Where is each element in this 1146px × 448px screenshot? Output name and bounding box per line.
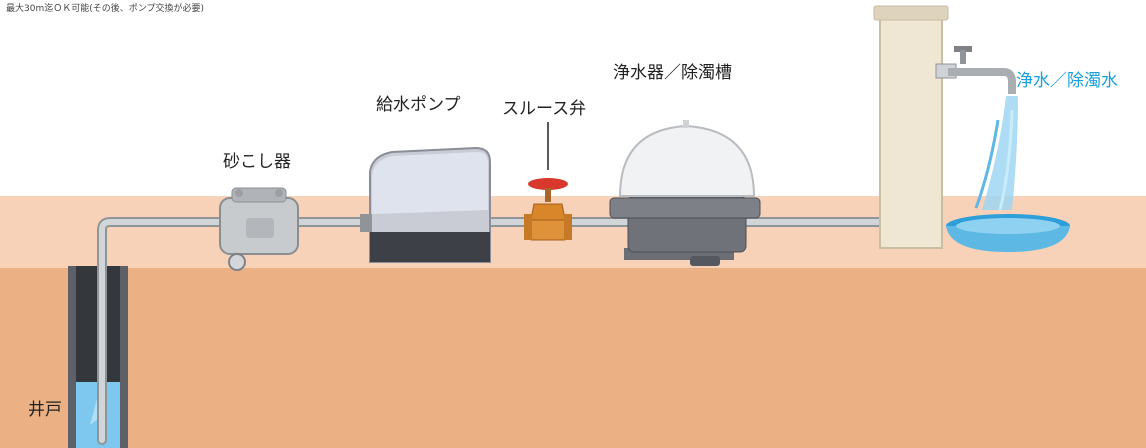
label-pump: 給水ポンプ [376, 95, 461, 115]
pipe-line [97, 217, 885, 445]
water-output [946, 96, 1070, 252]
soil-layer [0, 268, 1146, 448]
sluice-valve [524, 178, 572, 241]
label-well: 井戸 [28, 400, 62, 420]
purifier-tank [609, 120, 761, 266]
label-output: 浄水／除濁水 [1016, 71, 1118, 91]
label-purifier: 浄水器／除濁槽 [613, 63, 732, 83]
label-valve: スルース弁 [502, 99, 587, 119]
label-sand-filter: 砂こし器 [223, 152, 291, 172]
water-pump [360, 146, 491, 263]
sand-filter [219, 187, 299, 271]
depth-note: 最大30m迄ＯＫ可能(その後、ポンプ交換が必要) [6, 4, 204, 14]
faucet-column [873, 5, 1016, 249]
